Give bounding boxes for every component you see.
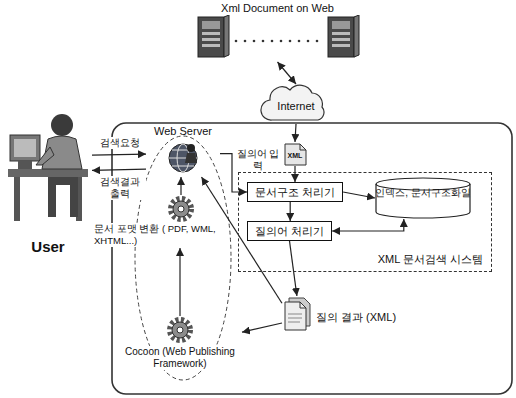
edge-label: 검색요청 xyxy=(98,137,142,149)
user-figure: User xyxy=(4,105,92,257)
connector-arrow xyxy=(180,177,181,195)
connector-arrow xyxy=(242,323,282,332)
icon-part xyxy=(202,21,220,29)
node-text: User xyxy=(4,238,92,255)
node-text: 질의어 처리기 xyxy=(255,224,324,238)
icon-part xyxy=(172,322,188,338)
node-text: 질의 결과 (XML) xyxy=(316,310,396,325)
icon-part xyxy=(48,177,78,217)
icon-part xyxy=(4,105,92,225)
connector-arrow xyxy=(294,166,295,182)
connector-arrow xyxy=(332,219,404,231)
connector-arrow xyxy=(179,248,180,316)
icon-part xyxy=(262,40,265,43)
icon-part xyxy=(198,17,224,57)
icon-part xyxy=(224,15,229,57)
connector-arrow xyxy=(343,192,375,198)
internet-cloud: Internet xyxy=(258,84,334,124)
icon-part xyxy=(172,166,194,167)
icon-part xyxy=(169,144,197,172)
icon-part xyxy=(332,38,350,41)
icon-part xyxy=(171,199,191,219)
icon-part xyxy=(173,201,189,217)
icon-part xyxy=(14,139,36,157)
icon-part xyxy=(271,40,274,43)
icon-part xyxy=(202,44,220,47)
cocoon-ellipse xyxy=(135,136,231,380)
result-document: 질의 결과 (XML) xyxy=(282,296,412,332)
icon-part xyxy=(202,38,220,41)
connector-arrow xyxy=(290,202,291,221)
icon-part xyxy=(316,40,319,43)
icon-part xyxy=(36,147,54,165)
node-text: 인덱스, 문서구조화일 xyxy=(375,177,471,199)
icon-part xyxy=(14,177,20,221)
icon-part xyxy=(285,302,306,330)
icon-part xyxy=(18,161,32,169)
connector-arrow xyxy=(290,241,297,296)
connector-arrow xyxy=(278,62,297,84)
system-frame xyxy=(112,123,512,394)
icon-part xyxy=(307,40,310,43)
xml-document: XML xyxy=(282,142,308,166)
edge-label: 검색결과 출력 xyxy=(94,176,146,200)
edge-label: 질의어 입력 xyxy=(234,148,282,172)
icon-part xyxy=(166,195,196,223)
icon-part xyxy=(10,135,40,161)
node-text: Cocoon (Web Publishing Framework) xyxy=(118,346,242,370)
icon-part xyxy=(202,32,220,35)
icon-part xyxy=(187,144,195,152)
icon-part xyxy=(332,44,350,47)
process-box: 문서구조 처리기 xyxy=(247,182,343,202)
web-server: Web Server xyxy=(146,125,220,177)
process-box: 질의어 처리기 xyxy=(247,221,332,241)
node-text: 문서 포맷 변환 ( PDF, WML, XHTML...) xyxy=(94,223,216,247)
icon-part xyxy=(235,40,238,43)
icon-part xyxy=(288,318,302,319)
icon-part xyxy=(288,322,300,323)
icon-part xyxy=(178,206,184,212)
node-text: Xml Document on Web xyxy=(190,2,365,15)
format-converter: 문서 포맷 변환 ( PDF, WML, XHTML...) xyxy=(94,195,216,248)
search-system-box: XML 문서검색 시스템 문서구조 처리기 인덱스, 문서구조화일질의어 처리기 xyxy=(238,172,492,272)
icon-part xyxy=(300,144,306,150)
icon-part xyxy=(282,296,312,332)
icon-part xyxy=(8,169,88,177)
icon-part xyxy=(328,17,354,57)
icon-part xyxy=(177,327,183,333)
node-text: Internet xyxy=(277,96,314,112)
icon-part xyxy=(332,32,350,35)
icon-part xyxy=(170,320,190,340)
icon-part xyxy=(300,302,306,308)
icon-part xyxy=(244,40,247,43)
icon-part xyxy=(288,314,302,315)
icon-part xyxy=(289,40,292,43)
web-servers: Xml Document on Web xyxy=(190,2,365,62)
node-text: XML 문서검색 시스템 xyxy=(378,252,483,267)
icon-part xyxy=(280,40,283,43)
icon-part xyxy=(190,15,365,59)
connector-arrow xyxy=(295,124,296,142)
index-store: 인덱스, 문서구조화일 xyxy=(375,177,471,219)
node-text: XML xyxy=(282,142,308,160)
icon-part xyxy=(185,153,197,163)
icon-part xyxy=(165,316,195,344)
node-text: Web Server xyxy=(146,125,220,138)
node-text: 문서구조 처리기 xyxy=(255,185,335,199)
icon-part xyxy=(253,40,256,43)
icon-part xyxy=(298,40,301,43)
icon-part xyxy=(332,21,350,29)
icon-part xyxy=(51,114,73,136)
icon-part xyxy=(261,85,324,120)
connector-arrow xyxy=(92,154,146,155)
connector-arrow xyxy=(92,169,146,170)
icon-part xyxy=(165,140,201,176)
cocoon-framework: Cocoon (Web Publishing Framework) xyxy=(118,316,242,370)
icon-part xyxy=(354,15,359,57)
